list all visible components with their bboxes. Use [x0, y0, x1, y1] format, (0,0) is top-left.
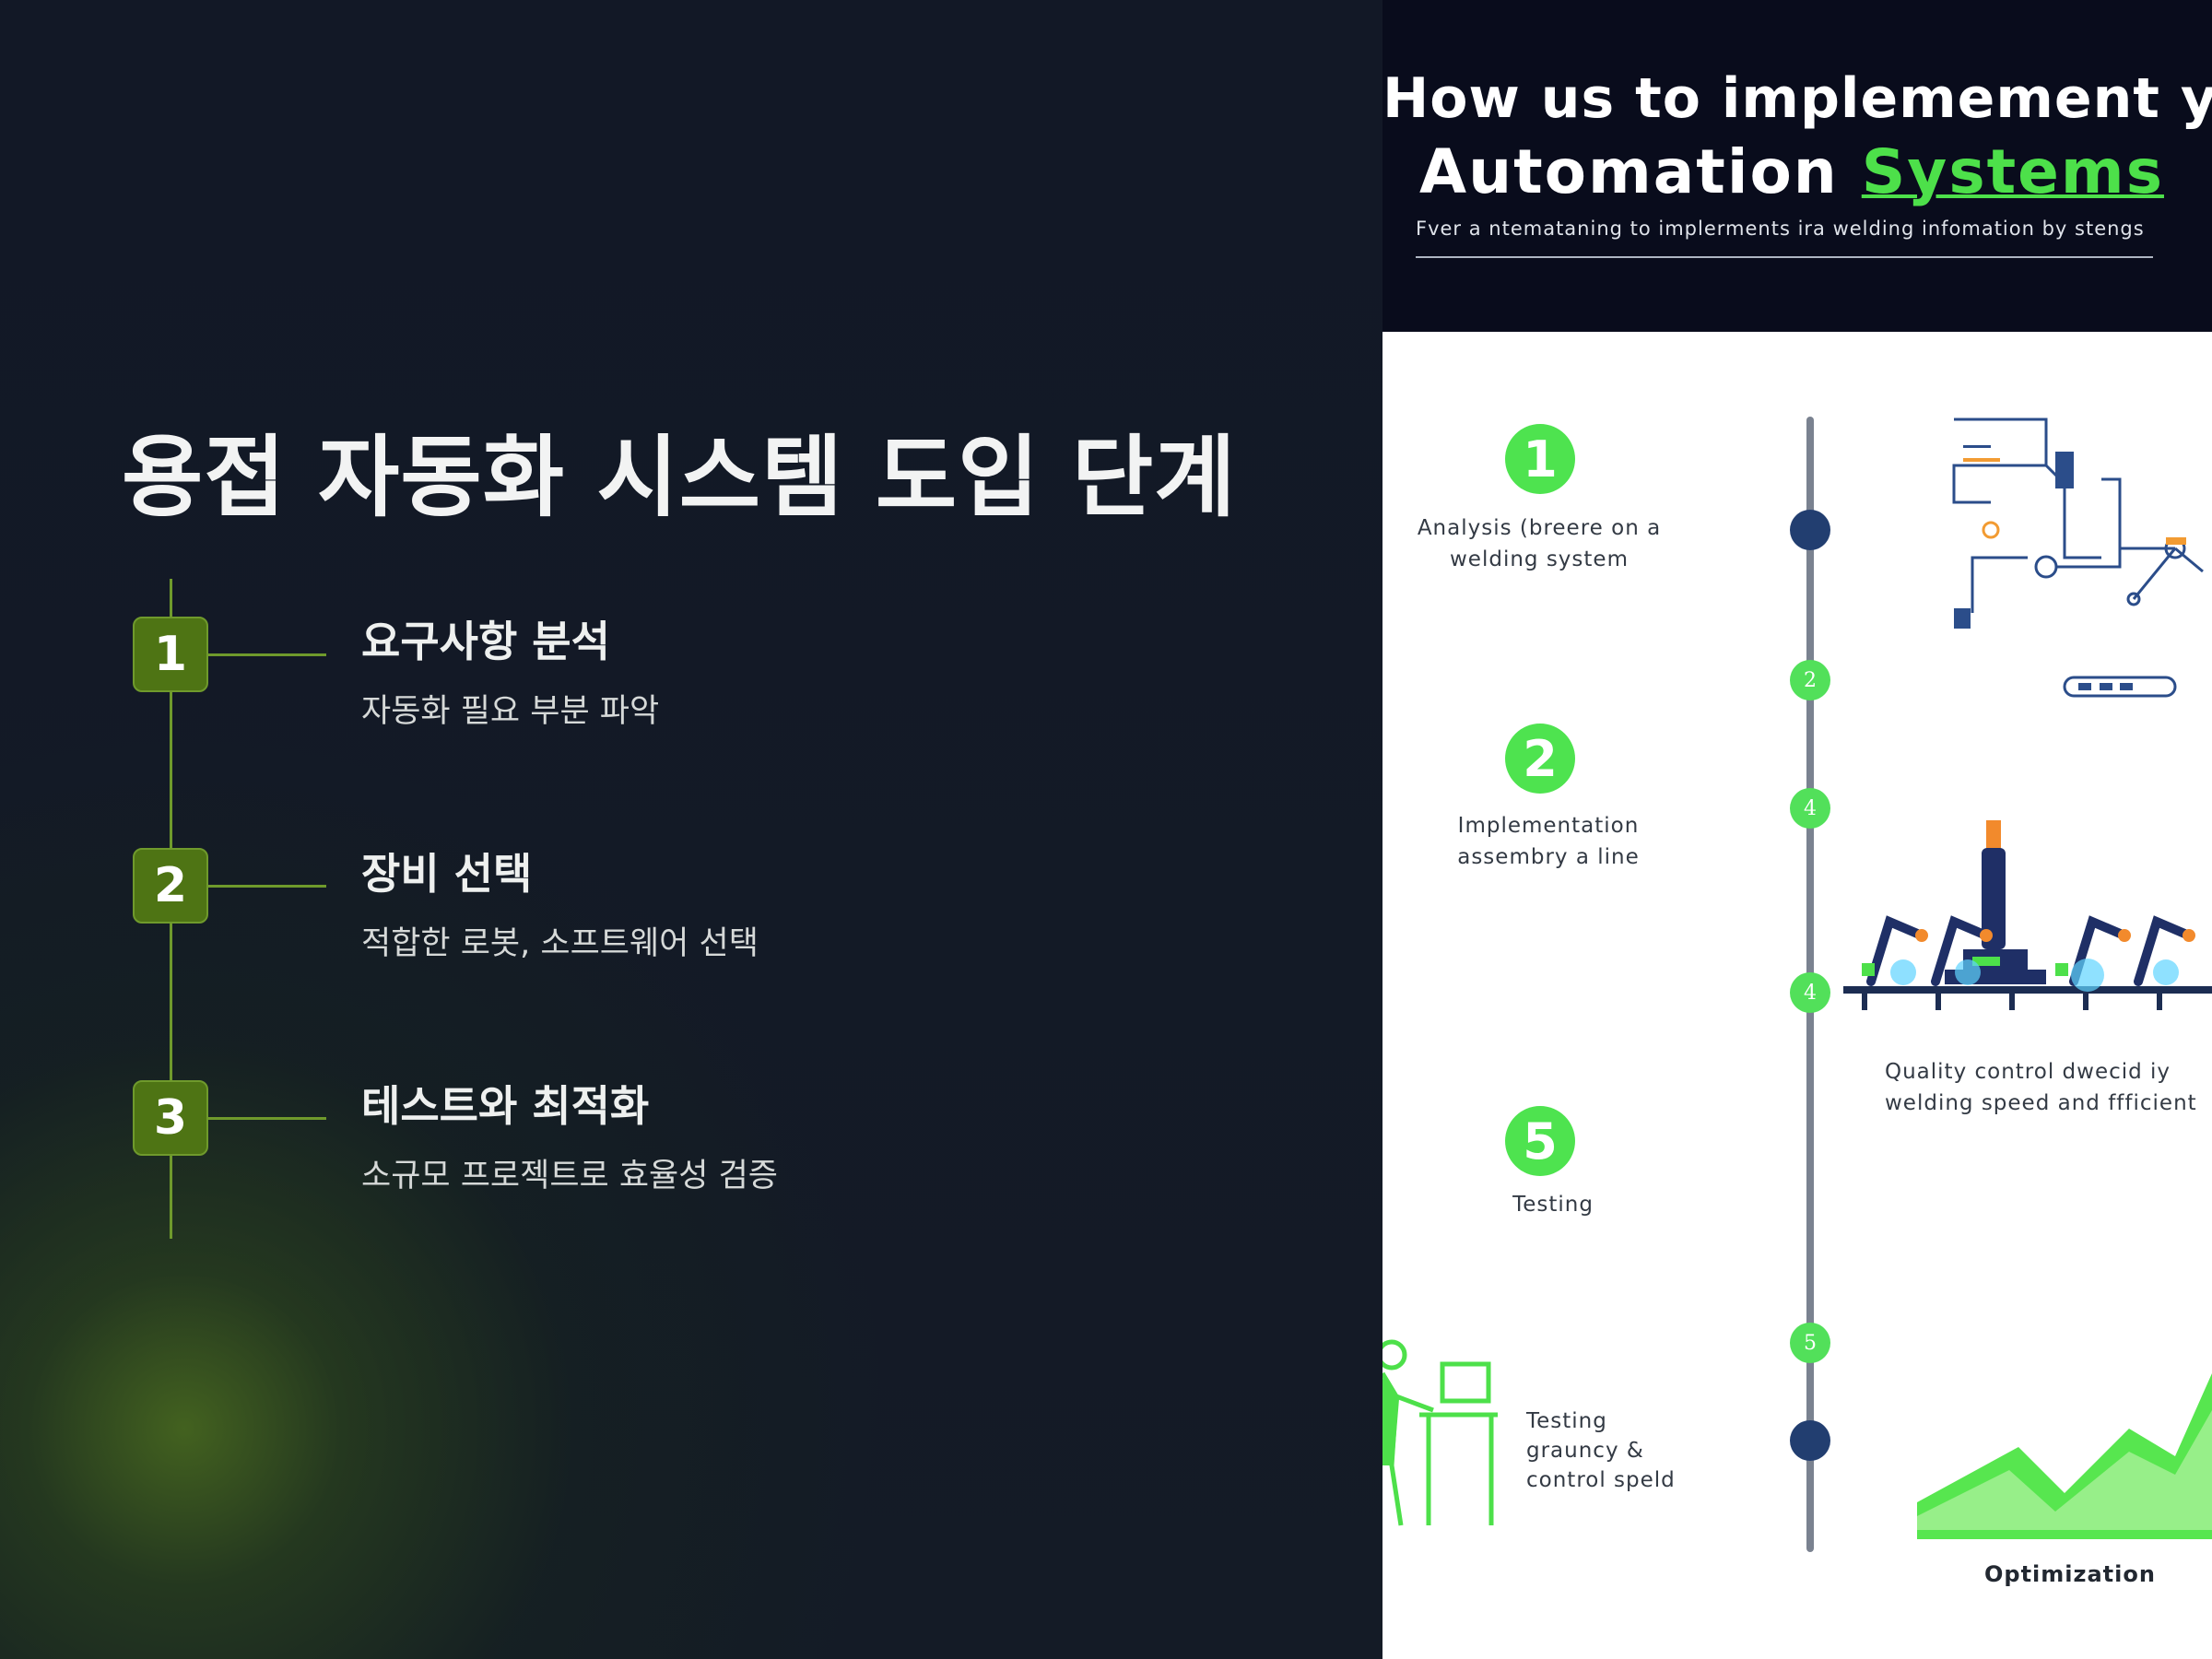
step-1-connector — [208, 653, 326, 656]
testing-caption: Testing grauncy & control speld — [1526, 1406, 1676, 1495]
quality-caption-line2: welding speed and ffficient — [1885, 1091, 2197, 1115]
step-3-number-badge: 3 — [133, 1080, 208, 1156]
step-3-connector — [208, 1117, 326, 1120]
optimization-label: Optimization — [1984, 1561, 2156, 1587]
left-panel: 용접 자동화 시스템 도입 단계 1 요구사항 분석 자동화 필요 부분 파악 … — [122, 426, 1237, 1239]
step-3-title: 테스트와 최적화 — [361, 1081, 650, 1131]
timeline-marker: 2 — [1790, 660, 1830, 700]
page-title: 용접 자동화 시스템 도입 단계 — [122, 426, 1237, 529]
step-2-title: 장비 선택 — [361, 849, 533, 899]
stage-5-badge: 5 — [1505, 1106, 1575, 1176]
header-rule — [1416, 256, 2153, 258]
step-2-number-badge: 2 — [133, 848, 208, 924]
testing-caption-line1: Testing — [1526, 1409, 1607, 1433]
timeline-dot — [1790, 510, 1830, 550]
step-1-description: 자동화 필요 부분 파악 — [361, 693, 660, 730]
stage-1-badge: 1 — [1505, 424, 1575, 494]
timeline-marker: 4 — [1790, 788, 1830, 829]
testing-caption-line3: control speld — [1526, 1468, 1676, 1492]
step-2-connector — [208, 885, 326, 888]
stage-2-label-line2: assembry a line — [1457, 845, 1640, 869]
quality-control-caption: Quality control dwecid iy welding speed a… — [1885, 1056, 2212, 1119]
robotic-assembly-line-icon — [1843, 820, 2212, 1010]
step-1-number-badge: 1 — [133, 617, 208, 692]
step-3-description: 소규모 프로젝트로 효율성 검증 — [361, 1158, 778, 1194]
welding-schematic-icon — [1952, 418, 2204, 698]
stage-1-label: Analysis (breere on a welding system — [1401, 512, 1677, 575]
stage-5-label: Testing — [1512, 1193, 1594, 1217]
stage-2-label: Implementation assembry a line — [1401, 810, 1696, 873]
quality-caption-line1: Quality control dwecid iy — [1885, 1060, 2171, 1084]
testing-caption-line2: grauncy & — [1526, 1439, 1644, 1463]
step-1-title: 요구사항 분석 — [361, 617, 610, 666]
stage-1-label-line1: Analysis (breere on a — [1417, 516, 1662, 540]
step-2-description: 적합한 로봇, 소프트웨어 선택 — [361, 925, 759, 962]
infographic-subtitle: Fver a ntematаning to implerments ira we… — [1416, 218, 2145, 240]
timeline-dot — [1790, 1420, 1830, 1461]
person-at-desk-icon — [1382, 1339, 1498, 1526]
stage-2-label-line1: Implementation — [1457, 814, 1640, 838]
infographic-header: How us to implemement your Automation Sy… — [1382, 0, 2212, 332]
heading-accent: Systems — [1861, 136, 2164, 207]
infographic-heading-line2: Automation Systems — [1419, 136, 2164, 207]
timeline-marker: 5 — [1790, 1323, 1830, 1363]
infographic-image: How us to implemement your Automation Sy… — [1382, 0, 2212, 1659]
heading-prefix: Automation — [1419, 136, 1839, 207]
timeline-marker: 4 — [1790, 972, 1830, 1013]
optimization-area-chart-icon — [1917, 1373, 2212, 1539]
infographic-heading-line1: How us to implemement your — [1382, 66, 2212, 131]
stage-1-label-line2: welding system — [1450, 547, 1629, 571]
stage-2-badge: 2 — [1505, 724, 1575, 794]
